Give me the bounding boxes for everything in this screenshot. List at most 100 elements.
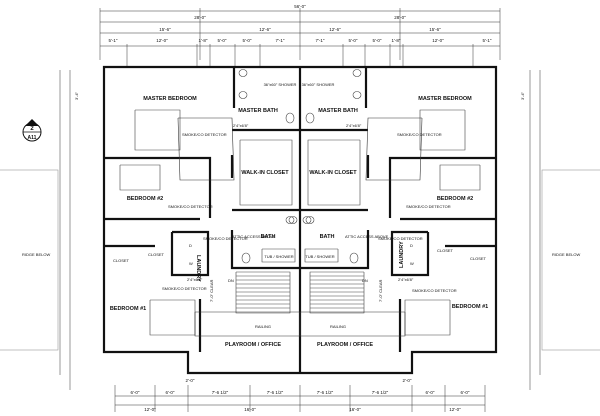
bed-outline [439, 164, 481, 191]
dim-top3: 15'-6" [159, 27, 171, 32]
label-bedroom-2: BEDROOM #2 [437, 196, 473, 202]
label-stair-down: DN [228, 278, 234, 283]
section-sheet: A11 [28, 135, 37, 141]
label-master-bedroom: MASTER BEDROOM [143, 96, 197, 102]
toilet [349, 252, 359, 264]
dim-bottom1: 7'-6 1/2" [317, 390, 334, 395]
dim-top4: 1'-8" [199, 38, 208, 43]
label-bedroom-1: BEDROOM #1 [110, 306, 146, 312]
label-bedroom-2: BEDROOM #2 [127, 196, 163, 202]
label-laundry: LAUNDRY [195, 255, 201, 282]
dim-bottom1: 6'-0" [461, 390, 470, 395]
label-smoke-detector: SMOKE/CO DETECTOR [168, 204, 213, 209]
label-tub-shower: TUB / SHOWER [305, 254, 334, 259]
ceiling-note: 7'-0" CLEAR [209, 279, 214, 302]
dim-bottom1: 7'-6 1/2" [212, 390, 229, 395]
revision-cloud [365, 117, 423, 181]
label-dryer: D [410, 243, 413, 248]
sink [305, 216, 315, 224]
label-washer: W [189, 261, 193, 266]
label-stair-down: DN [362, 278, 368, 283]
closet-shelf [239, 139, 293, 206]
dim-top4: 5'-0" [373, 38, 382, 43]
label-playroom: PLAYROOM / OFFICE [317, 342, 373, 348]
dim-bump: 2'-0" [186, 378, 195, 383]
sink [285, 216, 295, 224]
bed-outline [134, 109, 181, 151]
dim-top3: 12'-6" [259, 27, 271, 32]
laundry-wall [390, 230, 430, 277]
label-railing: RAILING [330, 324, 346, 329]
label-shower: 36"x60" SHOWER [302, 82, 335, 87]
dim-overall: 56'-0" [294, 4, 306, 9]
label-ridge-below: RIDGE BELOW [22, 252, 50, 257]
tub [261, 248, 296, 263]
dim-top3: 12'-6" [329, 27, 341, 32]
bath-wall [300, 230, 370, 270]
sink [238, 69, 248, 77]
dim-wall: 3'-4" [74, 91, 79, 100]
label-closet: CLOSET [437, 248, 454, 253]
section-number: 2 [30, 126, 34, 132]
dim-top4: 12'-0" [432, 38, 444, 43]
label-door-size: 2'4"x6'8" [398, 277, 414, 282]
sink [302, 216, 312, 224]
bed-outline [404, 299, 451, 336]
section-marker[interactable]: 2 A11 [22, 119, 42, 142]
label-laundry: LAUNDRY [399, 241, 405, 268]
dim-top4: 1'-8" [392, 38, 401, 43]
label-bath: BATH [261, 234, 276, 240]
dim-bottom2: 12'-0" [144, 407, 156, 412]
dim-top4: 5'-0" [243, 38, 252, 43]
sink [352, 91, 362, 99]
dim-bottom1: 7'-6 1/2" [267, 390, 284, 395]
bed-outline [119, 164, 161, 191]
dim-half-left: 28'-0" [194, 15, 206, 20]
label-closet: CLOSET [113, 258, 130, 263]
label-smoke-detector: SMOKE/CO DETECTOR [397, 132, 442, 137]
label-smoke-detector: SMOKE/CO DETECTOR [203, 236, 248, 241]
dim-top4: 5'-1" [109, 38, 118, 43]
label-bedroom-1: BEDROOM #1 [452, 304, 488, 310]
label-smoke-detector: SMOKE/CO DETECTOR [378, 236, 423, 241]
label-tub-shower: TUB / SHOWER [264, 254, 293, 259]
toilet [285, 112, 295, 124]
bath-wall [230, 230, 300, 270]
label-shower: 36"x60" SHOWER [264, 82, 297, 87]
label-master-bath: MASTER BATH [318, 108, 358, 114]
revision-cloud [299, 311, 406, 337]
laundry-wall [170, 230, 210, 277]
sink [238, 91, 248, 99]
dim-bottom2: 16'-0" [349, 407, 361, 412]
label-washer: W [410, 261, 414, 266]
ridge-below-outline [0, 169, 600, 351]
dim-top3: 15'-6" [429, 27, 441, 32]
dim-top4: 7'-1" [276, 38, 285, 43]
sink [352, 69, 362, 77]
label-walk-in-closet: WALK-IN CLOSET [309, 170, 357, 176]
dim-top4: 7'-1" [316, 38, 325, 43]
label-dryer: D [189, 243, 192, 248]
bed-outline [419, 109, 466, 151]
bedroom-wall [104, 156, 212, 218]
label-walk-in-closet: WALK-IN CLOSET [241, 170, 289, 176]
label-smoke-detector: SMOKE/CO DETECTOR [182, 132, 227, 137]
label-bath: BATH [320, 234, 335, 240]
closet-shelf [307, 139, 361, 206]
dim-bottom1: 7'-6 1/2" [372, 390, 389, 395]
label-door-size: 2'4"x6'8" [346, 123, 362, 128]
dim-top4: 5'-1" [483, 38, 492, 43]
dim-top4: 5'-0" [349, 38, 358, 43]
label-closet: CLOSET [148, 252, 165, 257]
label-smoke-detector: SMOKE/CO DETECTOR [162, 286, 207, 291]
bed-outline [149, 299, 196, 336]
stair [235, 271, 291, 314]
label-railing: RAILING [255, 324, 271, 329]
sink [288, 216, 298, 224]
label-attic-access: ATTIC ACCESS ABOVE [345, 234, 389, 239]
exterior-wall [300, 65, 498, 375]
dim-bottom2: 16'-0" [244, 407, 256, 412]
dim-wall: 3'-4" [520, 91, 525, 100]
bedroom-wall [388, 156, 496, 218]
